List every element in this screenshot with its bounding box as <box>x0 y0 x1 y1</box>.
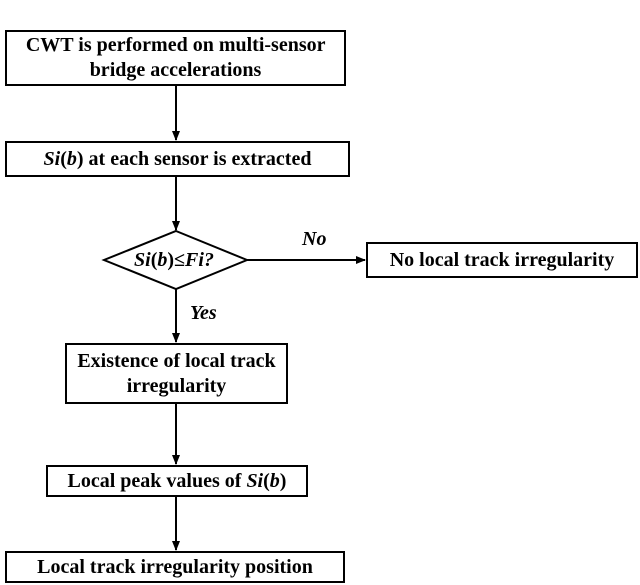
symbol-si: Si <box>246 469 264 492</box>
node-no-irregularity-text: No local track irregularity <box>389 248 615 271</box>
edge-label-yes: Yes <box>190 302 217 324</box>
symbol-b: b <box>269 469 280 492</box>
paren-open: ( <box>150 248 158 271</box>
decision-condition: Si(b)≤Fi ? <box>104 246 244 274</box>
node-irregularity-position-text: Local track irregularity position <box>37 555 313 578</box>
node-cwt-performed: CWT is performed on multi-sensor bridge … <box>5 30 346 86</box>
node-existence-irregularity: Existence of local track irregularity <box>65 343 288 404</box>
less-equal-sign: )≤ <box>167 248 186 271</box>
node-local-peak-prefix: Local peak values of <box>67 469 247 492</box>
node-cwt-line1: CWT is performed on multi-sensor <box>25 34 326 56</box>
node-existence-line1: Existence of local <box>77 349 226 372</box>
node-existence-line2: track irregularity <box>126 349 276 397</box>
paren-open: ( <box>263 469 270 492</box>
node-irregularity-position: Local track irregularity position <box>5 551 345 583</box>
symbol-b: b <box>66 147 77 170</box>
symbol-b: b <box>157 248 168 271</box>
node-cwt-line2: bridge accelerations <box>89 59 262 81</box>
question-mark: ? <box>203 248 214 271</box>
node-local-peak-values: Local peak values of Si(b) <box>46 465 308 497</box>
node-no-irregularity: No local track irregularity <box>366 242 638 278</box>
node-si-extracted: Si(b) at each sensor is extracted <box>5 141 350 177</box>
symbol-si: Si <box>43 147 61 170</box>
paren-open: ( <box>60 147 67 170</box>
node-si-extracted-rest: ) at each sensor is extracted <box>76 147 312 170</box>
edge-label-no: No <box>302 228 327 250</box>
symbol-fi: Fi <box>185 248 204 271</box>
symbol-si: Si <box>134 248 151 271</box>
paren-close: ) <box>279 469 287 492</box>
